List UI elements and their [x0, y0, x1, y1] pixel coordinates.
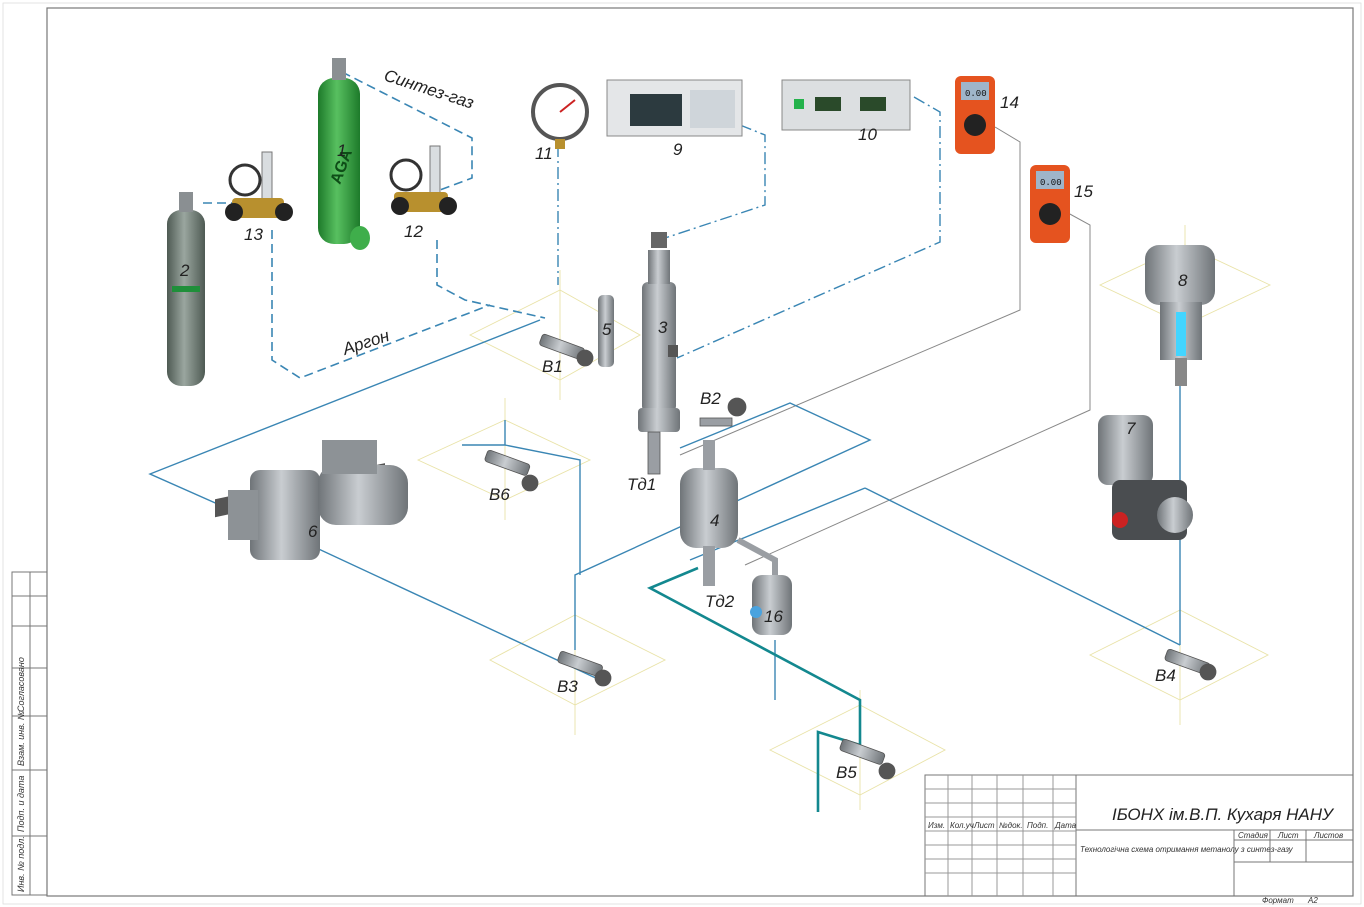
label-15: 15: [1074, 182, 1093, 201]
stamp-sign-date: Подп. и дата: [16, 776, 26, 832]
label-14: 14: [1000, 93, 1019, 112]
filter-16: [750, 575, 792, 635]
label-16: 16: [764, 607, 783, 626]
controller-9: [606, 79, 743, 137]
label-4: 4: [710, 511, 719, 530]
tb-format-label: Формат: [1262, 896, 1294, 905]
label-v5: В5: [836, 763, 857, 782]
argon-cylinder: [167, 192, 205, 386]
label-argon: Аргон: [339, 326, 392, 359]
tb-description: Технологічна схема отримання метанолу з …: [1080, 845, 1294, 854]
stamp-inv-no: Инв. № подл.: [16, 836, 26, 892]
tb-sheet: Лист: [1277, 831, 1299, 840]
label-8: 8: [1178, 271, 1188, 290]
signal-lines: [557, 96, 941, 359]
synthgas-line: [203, 71, 546, 319]
process-pipes: [148, 319, 1181, 700]
column-5: [598, 295, 614, 367]
label-v1: В1: [542, 357, 563, 376]
compressor-6: [215, 440, 408, 560]
regulator-12: [389, 145, 457, 215]
label-7: 7: [1126, 419, 1136, 438]
label-v6: В6: [489, 485, 510, 504]
argon-line: [271, 230, 491, 379]
label-6: 6: [308, 522, 318, 541]
power-supply-10: [781, 79, 911, 131]
label-synthgas: Синтез-газ: [382, 66, 477, 113]
label-v4: В4: [1155, 666, 1176, 685]
outer-frame: [46, 7, 1354, 897]
label-td2: Тд2: [705, 592, 735, 611]
label-2: 2: [179, 261, 190, 280]
tb-organization: ІБОНХ ім.В.П. Кухаря НАНУ: [1112, 805, 1335, 824]
stamp-agreed: Согласовано: [16, 657, 26, 712]
label-13: 13: [244, 225, 263, 244]
label-11: 11: [535, 144, 553, 163]
multimeter-14: 0.00: [955, 76, 995, 154]
tb-col-sign: Подп.: [1027, 821, 1048, 830]
manometer-11: [531, 83, 589, 149]
label-td1: Тд1: [627, 475, 656, 494]
label-5: 5: [602, 320, 612, 339]
label-9: 9: [673, 140, 683, 159]
stamp-replaces: Взам. инв. №: [16, 710, 26, 766]
tb-col-sheet: Лист: [973, 821, 995, 830]
label-1: 1: [337, 141, 346, 160]
valve-symbols: [484, 333, 1217, 780]
meter15-display: 0.00: [1040, 178, 1062, 188]
label-12: 12: [404, 222, 423, 241]
label-v3: В3: [557, 677, 578, 696]
label-v2: В2: [700, 389, 721, 408]
filter-8: [1145, 245, 1215, 386]
tb-col-date: Дата: [1054, 821, 1077, 830]
tb-sheets: Листов: [1313, 831, 1343, 840]
meter14-display: 0.00: [965, 89, 987, 99]
pump-7: [1098, 415, 1193, 540]
side-stamp: Согласовано Взам. инв. № Подп. и дата Ин…: [11, 571, 48, 896]
tb-col-qty: Кол.уч: [950, 821, 974, 830]
tb-col-doc: №док.: [999, 821, 1023, 830]
reactor-3: [638, 232, 680, 432]
regulator-13: [225, 151, 293, 221]
tb-col-change: Изм.: [928, 821, 945, 830]
label-10: 10: [858, 125, 877, 144]
tb-stage: Стадия: [1238, 831, 1269, 840]
separator-4: [680, 440, 778, 586]
title-block: Изм. Кол.уч Лист №док. Подп. Дата ІБОНХ …: [924, 774, 1354, 905]
label-3: 3: [658, 318, 668, 337]
tb-format-value: А2: [1307, 896, 1318, 905]
synthgas-cylinder: AGA: [318, 58, 370, 250]
multimeter-15: 0.00: [1030, 165, 1070, 243]
sensor-wires: [679, 126, 1091, 566]
